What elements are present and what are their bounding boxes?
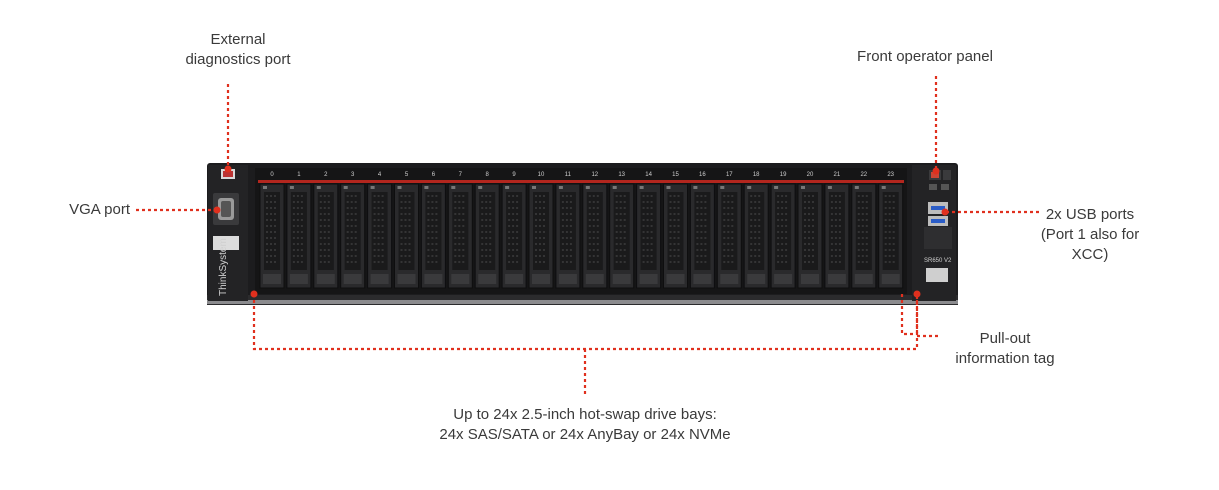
drive-bay-8 (474, 183, 500, 289)
drive-bay-17 (716, 183, 742, 289)
drive-bay-14 (636, 183, 662, 289)
callout-dots (213, 165, 949, 298)
drive-bay-19 (770, 183, 796, 289)
info-sticker (926, 268, 948, 282)
callout-line-pullout-b (900, 294, 917, 336)
bay-number-15: 15 (672, 172, 679, 178)
drive-bay-7 (447, 183, 473, 289)
callout-lines (136, 76, 1040, 396)
drive-bay-4 (367, 183, 393, 289)
external-diagnostics-label: External diagnostics port (185, 31, 291, 68)
drive-bay-13 (609, 183, 635, 289)
drive-bay-23 (878, 183, 904, 289)
bay-number-2: 2 (324, 172, 328, 178)
bay-number-0: 0 (270, 172, 274, 178)
bay-number-19: 19 (780, 172, 787, 178)
bay-number-12: 12 (591, 172, 598, 178)
drive-bay-20 (797, 183, 823, 289)
bay-number-3: 3 (351, 172, 355, 178)
drive-bay-16 (689, 183, 715, 289)
front-operator-panel (929, 170, 951, 190)
bay-number-21: 21 (834, 172, 841, 178)
bay-number-6: 6 (432, 172, 436, 178)
drive-bay-21 (824, 183, 850, 289)
bay-number-8: 8 (486, 172, 490, 178)
bay-number-7: 7 (459, 172, 463, 178)
bay-number-9: 9 (512, 172, 516, 178)
bay-number-22: 22 (860, 172, 867, 178)
pullout-tag-label: Pull-out information tag (955, 330, 1055, 367)
drive-bay-12 (582, 183, 608, 289)
vga-port-label: VGA port (69, 201, 130, 218)
bay-number-11: 11 (565, 172, 572, 178)
bay-number-4: 4 (378, 172, 382, 178)
vga-port (213, 193, 239, 225)
thinksystem-brand: ThinkSystem (218, 238, 229, 296)
usb-ports-label: 2x USB ports (Port 1 also for XCC) (1040, 206, 1140, 263)
bay-number-17: 17 (726, 172, 733, 178)
bay-number-13: 13 (618, 172, 625, 178)
bay-number-1: 1 (297, 172, 301, 178)
drive-bay-22 (851, 183, 877, 289)
drive-bay-6 (420, 183, 446, 289)
bay-number-23: 23 (887, 172, 894, 178)
drive-bay-3 (340, 183, 366, 289)
drive-bay-11 (555, 183, 581, 289)
ear-plate (213, 236, 239, 250)
bay-number-16: 16 (699, 172, 706, 178)
bay-number-18: 18 (753, 172, 760, 178)
bay-number-14: 14 (645, 172, 652, 178)
drive-bay-5 (394, 183, 419, 289)
external-diagnostics-port (221, 169, 235, 179)
bay-number-20: 20 (807, 172, 814, 178)
front-operator-panel-label: Front operator panel (857, 48, 993, 65)
usb-ports (924, 202, 952, 249)
bay-number-10: 10 (538, 172, 545, 178)
drive-bay-9 (501, 183, 527, 289)
drive-bay-10 (528, 183, 554, 289)
drive-bay-2 (313, 183, 339, 289)
drive-bay-18 (743, 183, 769, 289)
drive-bay-15 (663, 183, 688, 289)
bay-number-5: 5 (405, 172, 409, 178)
drive-bay-0 (259, 183, 285, 289)
drive-bay-1 (286, 183, 312, 289)
drive-bays-label: Up to 24x 2.5-inch hot-swap drive bays: … (439, 406, 731, 443)
model-label: SR650 V2 (924, 258, 952, 264)
